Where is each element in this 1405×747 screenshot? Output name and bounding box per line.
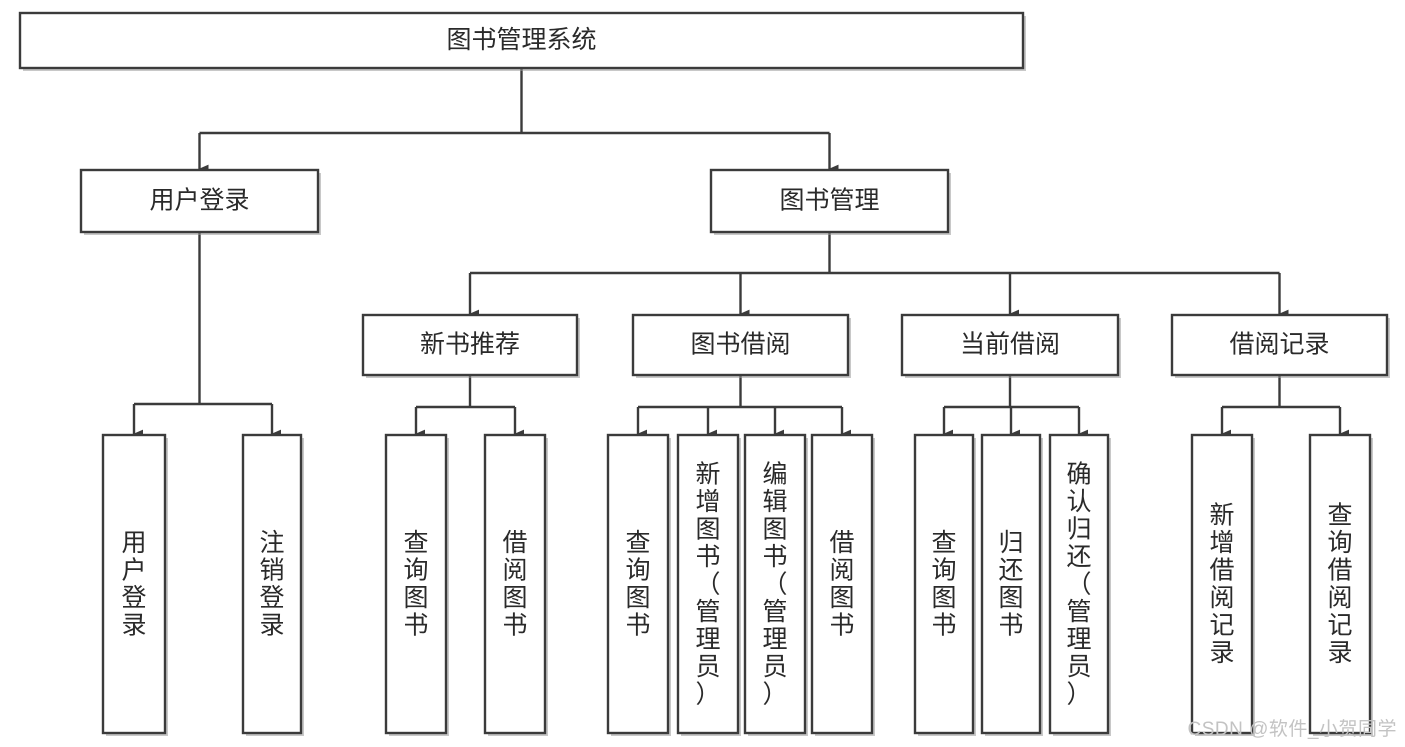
- node-leaf-2[interactable]: [384, 433, 449, 736]
- node-leaf-9-label: 归还图书: [998, 529, 1023, 640]
- node-leaf-4[interactable]: [606, 433, 671, 736]
- node-leaf-1[interactable]: [241, 433, 304, 736]
- node-leaf-10-label: 确认归还（管理员）: [1066, 460, 1091, 708]
- nodes-layer: [18, 11, 1390, 736]
- node-leaf-2-label: 查询图书: [403, 529, 428, 640]
- node-leaf-7[interactable]: [810, 433, 875, 736]
- node-level1-0-label: 用户登录: [149, 187, 249, 215]
- node-leaf-7-label: 借阅图书: [829, 529, 854, 640]
- node-leaf-6[interactable]: [743, 433, 808, 736]
- node-level2-3-label: 借阅记录: [1229, 331, 1329, 359]
- node-level2-1-label: 图书借阅: [690, 331, 790, 359]
- node-leaf-3[interactable]: [483, 433, 548, 736]
- node-root[interactable]: [18, 11, 1026, 71]
- node-leaf-10[interactable]: [1048, 433, 1111, 736]
- node-level2-0[interactable]: [361, 313, 580, 378]
- node-leaf-5[interactable]: [676, 433, 741, 736]
- node-level2-2[interactable]: [900, 313, 1121, 378]
- node-root-label: 图书管理系统: [446, 26, 596, 54]
- node-level2-1[interactable]: [631, 313, 851, 378]
- node-level2-0-label: 新书推荐: [420, 331, 520, 359]
- node-leaf-0-label: 用户登录: [121, 529, 146, 640]
- node-leaf-5-label: 新增图书（管理员）: [695, 460, 720, 708]
- node-level1-1-label: 图书管理: [779, 187, 879, 215]
- node-leaf-11-label: 新增借阅记录: [1209, 502, 1234, 668]
- node-leaf-11[interactable]: [1190, 433, 1255, 736]
- edges-layer: [132, 68, 1349, 439]
- node-leaf-3-label: 借阅图书: [502, 529, 527, 640]
- node-leaf-1-label: 注销登录: [259, 529, 284, 640]
- node-leaf-8-label: 查询图书: [931, 529, 956, 640]
- node-leaf-9[interactable]: [980, 433, 1043, 736]
- node-level1-1[interactable]: [709, 168, 951, 235]
- node-level1-0[interactable]: [79, 168, 321, 235]
- labels-layer: 图书管理系统用户登录图书管理新书推荐图书借阅当前借阅借阅记录用户登录注销登录查询…: [121, 26, 1352, 708]
- node-leaf-12-label: 查询借阅记录: [1327, 502, 1352, 668]
- node-level2-3[interactable]: [1170, 313, 1390, 378]
- node-leaf-12[interactable]: [1308, 433, 1373, 736]
- node-leaf-0[interactable]: [101, 433, 168, 736]
- node-level2-2-label: 当前借阅: [960, 331, 1060, 359]
- node-leaf-6-label: 编辑图书（管理员）: [762, 460, 787, 708]
- csdn-watermark: CSDN @软件_小贺同学: [1187, 719, 1397, 740]
- node-leaf-4-label: 查询图书: [625, 529, 650, 640]
- node-leaf-8[interactable]: [913, 433, 976, 736]
